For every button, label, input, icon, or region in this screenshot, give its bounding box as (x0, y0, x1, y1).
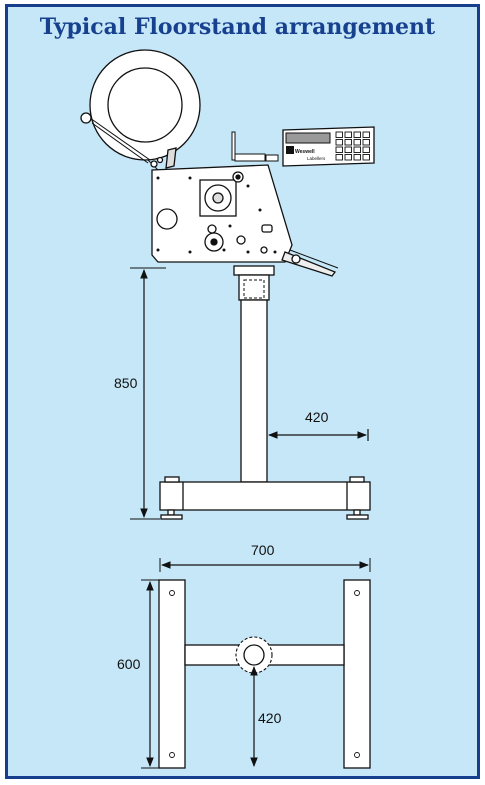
dimension-reach: 420 (268, 409, 369, 441)
mount-bracket (233, 265, 275, 276)
keypad-key (335, 154, 343, 161)
base-beam (159, 481, 371, 511)
keypad-key (353, 131, 361, 138)
keypad-key (353, 146, 361, 153)
keypad-key (353, 139, 361, 146)
dimension-width: 700 (159, 542, 371, 572)
page-title: Typical Floorstand arrangement (39, 14, 436, 40)
dimension-height: 850 (114, 267, 166, 520)
height-dimension-label: 850 (114, 375, 138, 391)
keypad-key (335, 146, 343, 153)
depth-dimension-label: 600 (117, 656, 141, 672)
column-socket (243, 644, 265, 666)
keypad-key (335, 139, 343, 146)
keypad-key (353, 154, 361, 161)
dimension-depth: 600 (117, 579, 159, 769)
keypad-key (362, 154, 370, 161)
floorstand-side (159, 265, 371, 520)
keypad-key (362, 139, 370, 146)
labeller-machine (80, 49, 339, 277)
keypad-key (344, 139, 352, 146)
reach-dimension-label: 420 (305, 409, 329, 425)
keypad-key (344, 131, 352, 138)
weswell-logo-icon (286, 146, 294, 154)
base-foot-left (158, 579, 186, 769)
keypad-key (344, 154, 352, 161)
width-dimension-label: 700 (251, 542, 275, 558)
floorstand-base-view (158, 579, 371, 769)
column (240, 299, 268, 483)
keypad-key (344, 146, 352, 153)
base-foot-right (343, 579, 371, 769)
controller-keypad (335, 131, 370, 161)
label-reel (80, 49, 201, 173)
keypad-key (335, 131, 343, 138)
roller (156, 208, 178, 230)
keypad-key (362, 146, 370, 153)
keypad-key (362, 131, 370, 138)
controller-unit: Weswell Labellers (231, 126, 375, 167)
controller-model: Labellers (307, 156, 326, 161)
column-offset-dimension-label: 420 (258, 710, 282, 726)
dimension-column-offset: 420 (250, 666, 282, 767)
controller-brand: Weswell (295, 149, 315, 155)
controller-display (285, 132, 331, 144)
